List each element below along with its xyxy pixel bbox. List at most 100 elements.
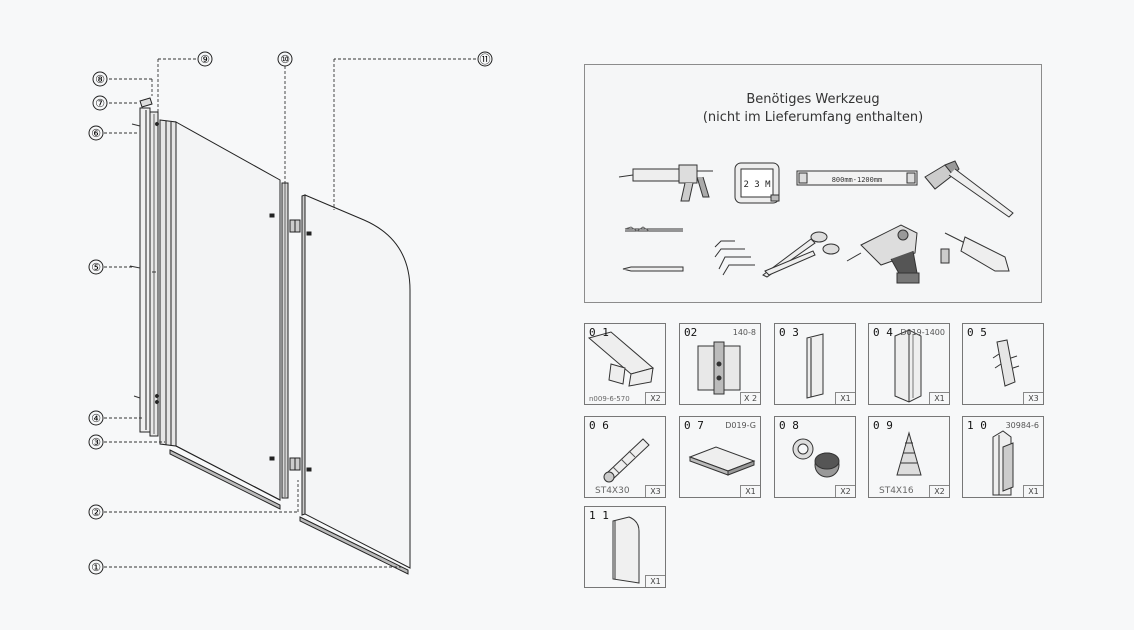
callout-2: ② (88, 504, 104, 520)
part-number: 0 7 (684, 419, 704, 432)
part-quantity: X1 (929, 392, 949, 404)
part-10-illustration (992, 430, 1014, 496)
svg-text:⑥: ⑥ (91, 127, 101, 140)
part-quantity: X3 (645, 485, 665, 497)
part-09: 0 9 ST4X16 X2 (868, 416, 950, 498)
part-07: 0 7 D019-G X1 (679, 416, 761, 498)
svg-text:②: ② (91, 506, 101, 519)
part-04: 0 4 D019-1400 X1 (868, 323, 950, 405)
part-quantity: X2 (929, 485, 949, 497)
part-11-illustration (612, 516, 640, 584)
part-08: 0 8 X2 (774, 416, 856, 498)
callout-3: ③ (88, 434, 104, 450)
callout-6: ⑥ (88, 125, 104, 141)
tools-title: Benötiges Werkzeug (746, 92, 880, 107)
part-number: 0 6 (589, 419, 609, 432)
hinge-bottom (289, 457, 301, 471)
part-02: 02 140-8 X 2 (679, 323, 761, 405)
fixed-glass-panel (159, 119, 281, 501)
part-quantity: X1 (740, 485, 760, 497)
callout-1: ① (88, 559, 104, 575)
required-tools-box: Benötiges Werkzeug (nicht im Lieferumfan… (584, 64, 1042, 303)
part-05-illustration (992, 339, 1020, 387)
part-bottom-code: n009-6-570 (589, 395, 630, 403)
svg-text:①: ① (91, 561, 101, 574)
part-quantity: X2 (645, 392, 665, 404)
callout-10: ⑩ (277, 51, 293, 67)
tools-subtitle: (nicht im Lieferumfang enthalten) (702, 110, 924, 125)
part-number: 1 1 (589, 509, 609, 522)
part-quantity: X3 (1023, 392, 1043, 404)
part-number: 0 3 (779, 326, 799, 339)
callout-7: ⑦ (92, 95, 108, 111)
pencil-icon (622, 266, 684, 272)
wall-profile (139, 107, 159, 437)
part-quantity: X1 (835, 392, 855, 404)
hex-keys-icon (714, 240, 755, 276)
part-07-illustration (688, 446, 756, 476)
svg-text:⑧: ⑧ (95, 73, 105, 86)
part-03: 0 3 X1 (774, 323, 856, 405)
part-code: D019-1400 (900, 328, 945, 337)
part-number: 0 5 (967, 326, 987, 339)
part-02-illustration (697, 341, 741, 395)
part-10: 1 0 30984-6 X1 (962, 416, 1044, 498)
svg-text:800mm-1200mm: 800mm-1200mm (832, 176, 883, 184)
part-06-illustration (603, 438, 650, 483)
svg-text:⑩: ⑩ (280, 53, 290, 66)
callout-11: ⑪ (477, 51, 493, 67)
scissors-icon (762, 231, 840, 278)
swing-glass-panel (301, 194, 411, 569)
part-number: 1 0 (967, 419, 987, 432)
part-11: 1 1 X1 (584, 506, 666, 588)
spirit-level-icon: 800mm-1200mm (796, 170, 918, 186)
callout-8: ⑧ (92, 71, 108, 87)
part-quantity: X2 (835, 485, 855, 497)
svg-text:2 3 M: 2 3 M (743, 180, 771, 190)
svg-text:⑨: ⑨ (200, 53, 210, 66)
part-08-illustration (792, 438, 840, 478)
part-number: 0 4 (873, 326, 893, 339)
part-03-illustration (806, 333, 824, 399)
hinge-top (289, 219, 301, 233)
part-bottom-code: ST4X16 (879, 486, 914, 496)
part-number: 02 (684, 326, 698, 339)
part-code: 140-8 (732, 328, 756, 337)
screwdriver-icon (940, 232, 1010, 272)
hammer-icon (924, 160, 1014, 218)
part-quantity: X1 (1023, 485, 1043, 497)
part-code: 30984-6 (1005, 421, 1039, 430)
svg-text:⑦: ⑦ (95, 97, 105, 110)
part-number: 0 9 (873, 419, 893, 432)
svg-text:③: ③ (91, 436, 101, 449)
part-05: 0 5 X3 (962, 323, 1044, 405)
middle-seal-strip (281, 182, 289, 499)
callout-5: ⑤ (88, 259, 104, 275)
part-code: D019-G (725, 421, 756, 430)
bottom-seal-2 (299, 516, 409, 575)
silicone-gun-icon (618, 164, 713, 202)
exploded-assembly-diagram: ① ② ③ ④ ⑤ ⑥ ⑦ ⑧ ⑨ ⑩ ⑪ (88, 51, 493, 575)
part-09-illustration (896, 431, 922, 476)
part-bottom-code: ST4X30 (595, 486, 630, 496)
part-quantity: X1 (645, 575, 665, 587)
part-01: 0 1 n009-6-570 X2 (584, 323, 666, 405)
drill-bit-icon (624, 226, 683, 232)
tools-illustrations: 2 3 M 800mm-1200mm (618, 160, 1014, 284)
callout-labels: ① ② ③ ④ ⑤ ⑥ ⑦ ⑧ ⑨ ⑩ ⑪ (88, 51, 493, 575)
part-06: 0 6 ST4X30 X3 (584, 416, 666, 498)
cordless-drill-icon (846, 224, 920, 284)
svg-text:⑪: ⑪ (480, 53, 491, 66)
part-number: 0 1 (589, 326, 609, 339)
callout-4: ④ (88, 410, 104, 426)
bottom-seal-1 (169, 449, 281, 510)
part-number: 0 8 (779, 419, 799, 432)
part-01-illustration (587, 331, 655, 387)
svg-text:⑤: ⑤ (91, 261, 101, 274)
profile-screws (129, 121, 160, 405)
profile-cap (139, 97, 153, 108)
callout-9: ⑨ (197, 51, 213, 67)
part-04-illustration (894, 329, 922, 403)
part-quantity: X 2 (740, 392, 760, 404)
tape-measure-icon: 2 3 M (734, 162, 780, 204)
